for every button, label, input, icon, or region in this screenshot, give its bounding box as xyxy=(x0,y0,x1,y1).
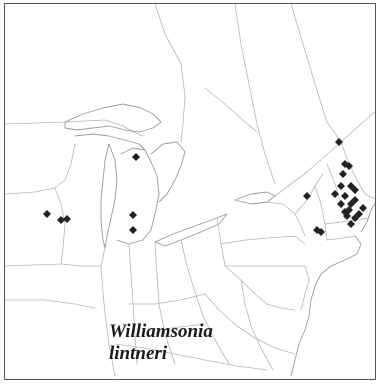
record-marker xyxy=(337,182,345,190)
record-marker xyxy=(337,200,345,208)
record-marker xyxy=(331,190,339,198)
record-marker xyxy=(129,211,137,219)
record-marker xyxy=(303,192,311,200)
record-marker xyxy=(129,226,137,234)
record-marker xyxy=(57,216,65,224)
record-marker xyxy=(351,186,359,194)
record-marker xyxy=(317,228,325,236)
range-map: Williamsonia lintneri xyxy=(4,3,376,380)
record-markers xyxy=(43,138,367,236)
record-marker xyxy=(339,170,347,178)
record-marker xyxy=(359,204,367,212)
record-marker xyxy=(347,220,355,228)
record-marker xyxy=(132,153,140,161)
record-marker xyxy=(343,212,351,220)
species-label-genus: Williamsonia xyxy=(109,321,213,342)
record-marker xyxy=(335,138,343,146)
species-label-epithet: lintneri xyxy=(109,343,168,364)
record-marker xyxy=(345,162,353,170)
record-marker xyxy=(341,192,349,200)
state-boundaries xyxy=(5,4,375,377)
record-marker xyxy=(43,210,51,218)
record-marker xyxy=(351,214,359,222)
map-canvas xyxy=(5,4,375,377)
record-marker xyxy=(63,215,71,223)
